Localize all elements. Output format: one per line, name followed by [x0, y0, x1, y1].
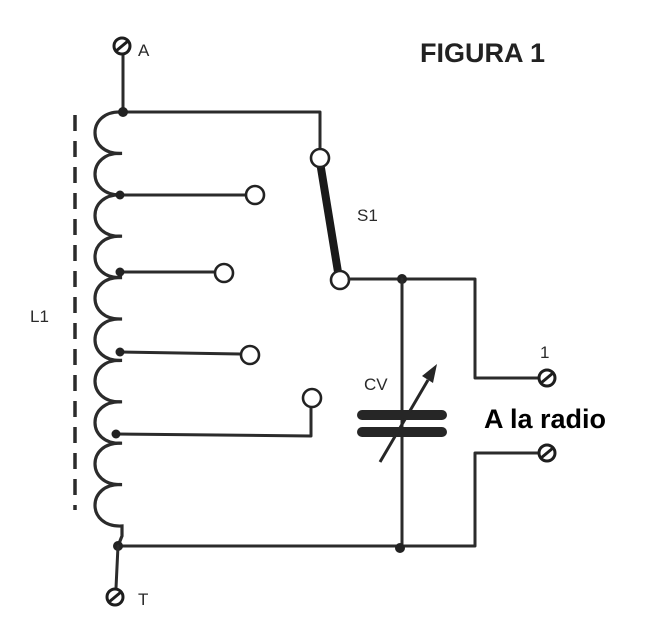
screw-slot	[540, 371, 554, 385]
junction-dot	[111, 429, 121, 439]
coil-l1	[93, 110, 124, 547]
switch-contact-4[interactable]	[301, 387, 323, 409]
label-l1: L1	[30, 307, 49, 326]
label-cv: CV	[364, 375, 388, 394]
switch-contact-2[interactable]	[213, 262, 235, 284]
switch-s1-pivot[interactable]	[329, 269, 351, 291]
switch-s1-top-contact[interactable]	[309, 147, 331, 169]
label-s1: S1	[357, 206, 378, 225]
screw-slot	[115, 39, 129, 53]
junction-dot	[118, 107, 128, 117]
label-output-1: 1	[540, 343, 549, 362]
terminal-t[interactable]	[105, 587, 125, 607]
output-caption: A la radio	[484, 404, 606, 434]
wire-s1-output	[347, 277, 542, 380]
figure-title: FIGURA 1	[420, 38, 545, 68]
wire-tap-3	[118, 350, 242, 356]
label-a: A	[138, 41, 150, 60]
variable-arrow	[378, 379, 430, 463]
output-terminal-1[interactable]	[537, 368, 557, 388]
junction-dot	[115, 267, 125, 277]
switch-contact-1[interactable]	[244, 184, 266, 206]
terminal-a[interactable]	[112, 36, 132, 56]
screw-slot	[108, 590, 122, 604]
junction-dot	[115, 190, 125, 200]
switch-s1-lever[interactable]	[316, 158, 342, 276]
wire-ground-terminal	[114, 544, 120, 590]
coil-winding	[93, 110, 124, 547]
junction-dot	[115, 347, 125, 357]
switch-contact-3[interactable]	[239, 344, 261, 366]
label-t: T	[138, 590, 148, 609]
junction-dot	[395, 543, 405, 553]
wire-top-tap	[121, 110, 322, 152]
arrow-head-icon	[422, 364, 437, 383]
screw-slot	[540, 446, 554, 460]
output-terminal-2[interactable]	[537, 443, 557, 463]
wire-tap-4	[114, 405, 313, 438]
wire-ground	[116, 451, 542, 548]
